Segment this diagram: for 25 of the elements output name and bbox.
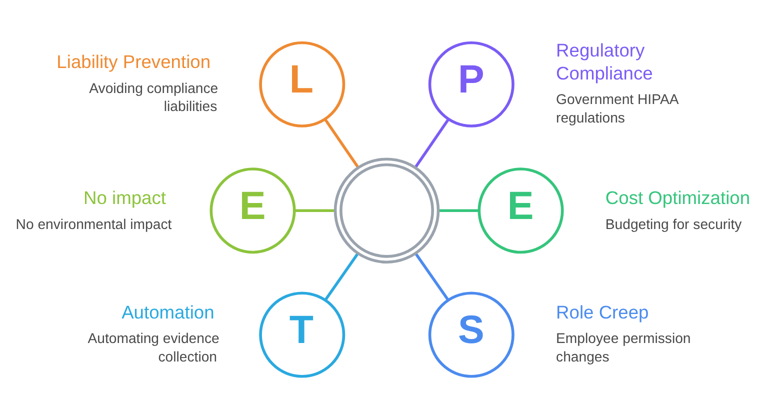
connector bbox=[324, 252, 359, 301]
connector bbox=[438, 209, 480, 212]
connector bbox=[414, 252, 450, 301]
node-label: Role Creep bbox=[556, 301, 649, 322]
node-label: Employee permission changes bbox=[556, 330, 691, 365]
node-label: No impact bbox=[83, 187, 166, 208]
node-label: Budgeting for security bbox=[605, 216, 742, 232]
node-label: Government HIPAA regulations bbox=[556, 91, 679, 126]
connector bbox=[294, 209, 335, 212]
node-circle: E bbox=[210, 168, 296, 254]
node-circle: T bbox=[259, 292, 346, 378]
node-ring bbox=[334, 158, 440, 264]
node-label: No environmental impact bbox=[16, 216, 172, 232]
node-circle: E bbox=[478, 168, 564, 254]
node-circle: S bbox=[428, 292, 514, 378]
node-circle: L bbox=[259, 41, 346, 128]
node-label: Automating evidence collection bbox=[88, 330, 220, 365]
connector bbox=[414, 118, 450, 168]
node-label: Regulatory Compliance bbox=[556, 40, 653, 84]
node-circle: P bbox=[428, 41, 514, 128]
node-label: Avoiding compliance liabilities bbox=[89, 80, 218, 114]
node-label: Automation bbox=[122, 301, 214, 322]
node-label: Cost Optimization bbox=[605, 187, 750, 208]
connector bbox=[324, 118, 360, 168]
node-label: Liability Prevention bbox=[56, 51, 211, 72]
